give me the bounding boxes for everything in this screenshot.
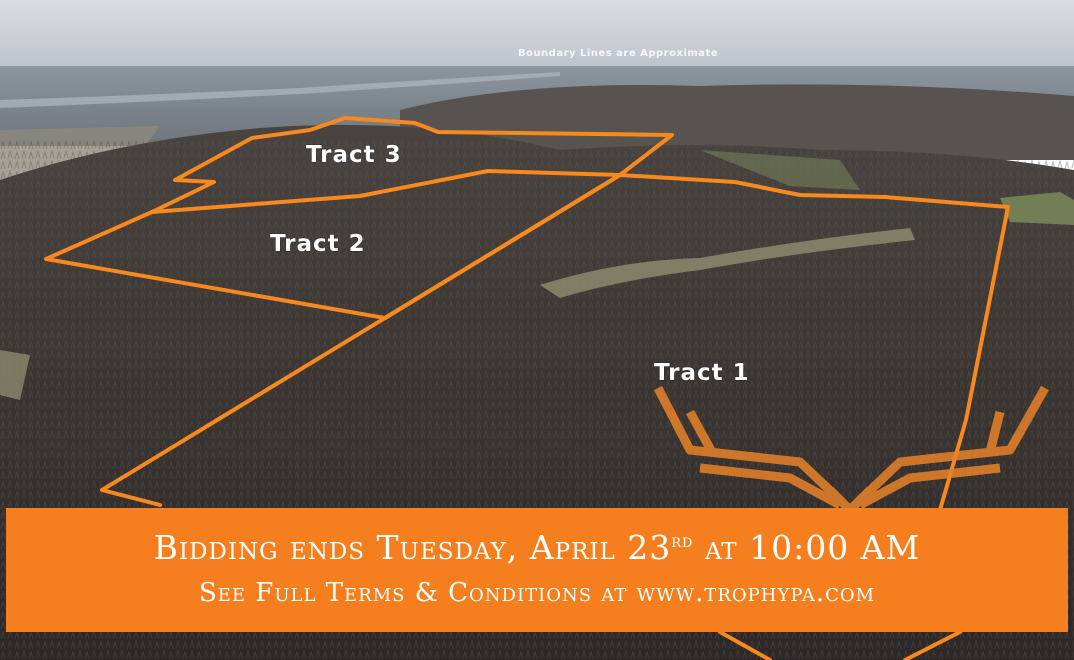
tract-boundaries: [44, 116, 1010, 660]
tract-1-label: Tract 1: [654, 360, 750, 386]
bidding-end-time: at 10:00 AM: [693, 528, 921, 567]
tract-3-label: Tract 3: [306, 142, 402, 168]
tract-3-boundary: [150, 116, 674, 214]
meadow-clearing: [540, 228, 915, 298]
bidding-end-date: Bidding ends Tuesday, April 23: [153, 528, 672, 567]
field-clearing-right: [1000, 192, 1074, 225]
antler-logo-icon: [654, 385, 1049, 515]
auction-banner: Bidding ends Tuesday, April 23rd at 10:0…: [6, 508, 1068, 632]
ordinal-suffix: rd: [671, 531, 694, 552]
tract-2-label: Tract 2: [270, 231, 366, 257]
boundary-note: Boundary Lines are Approximate: [518, 48, 718, 59]
terms-text: See Full Terms & Conditions at www.troph…: [198, 578, 876, 608]
tract-1-boundary: [100, 173, 1010, 512]
river: [0, 72, 560, 108]
bidding-end-text: Bidding ends Tuesday, April 23rd at 10:0…: [6, 528, 1068, 567]
tract-1-boundary-lower: [718, 630, 962, 660]
field-clearing-left: [0, 350, 30, 400]
field-clearing-top: [700, 150, 860, 190]
